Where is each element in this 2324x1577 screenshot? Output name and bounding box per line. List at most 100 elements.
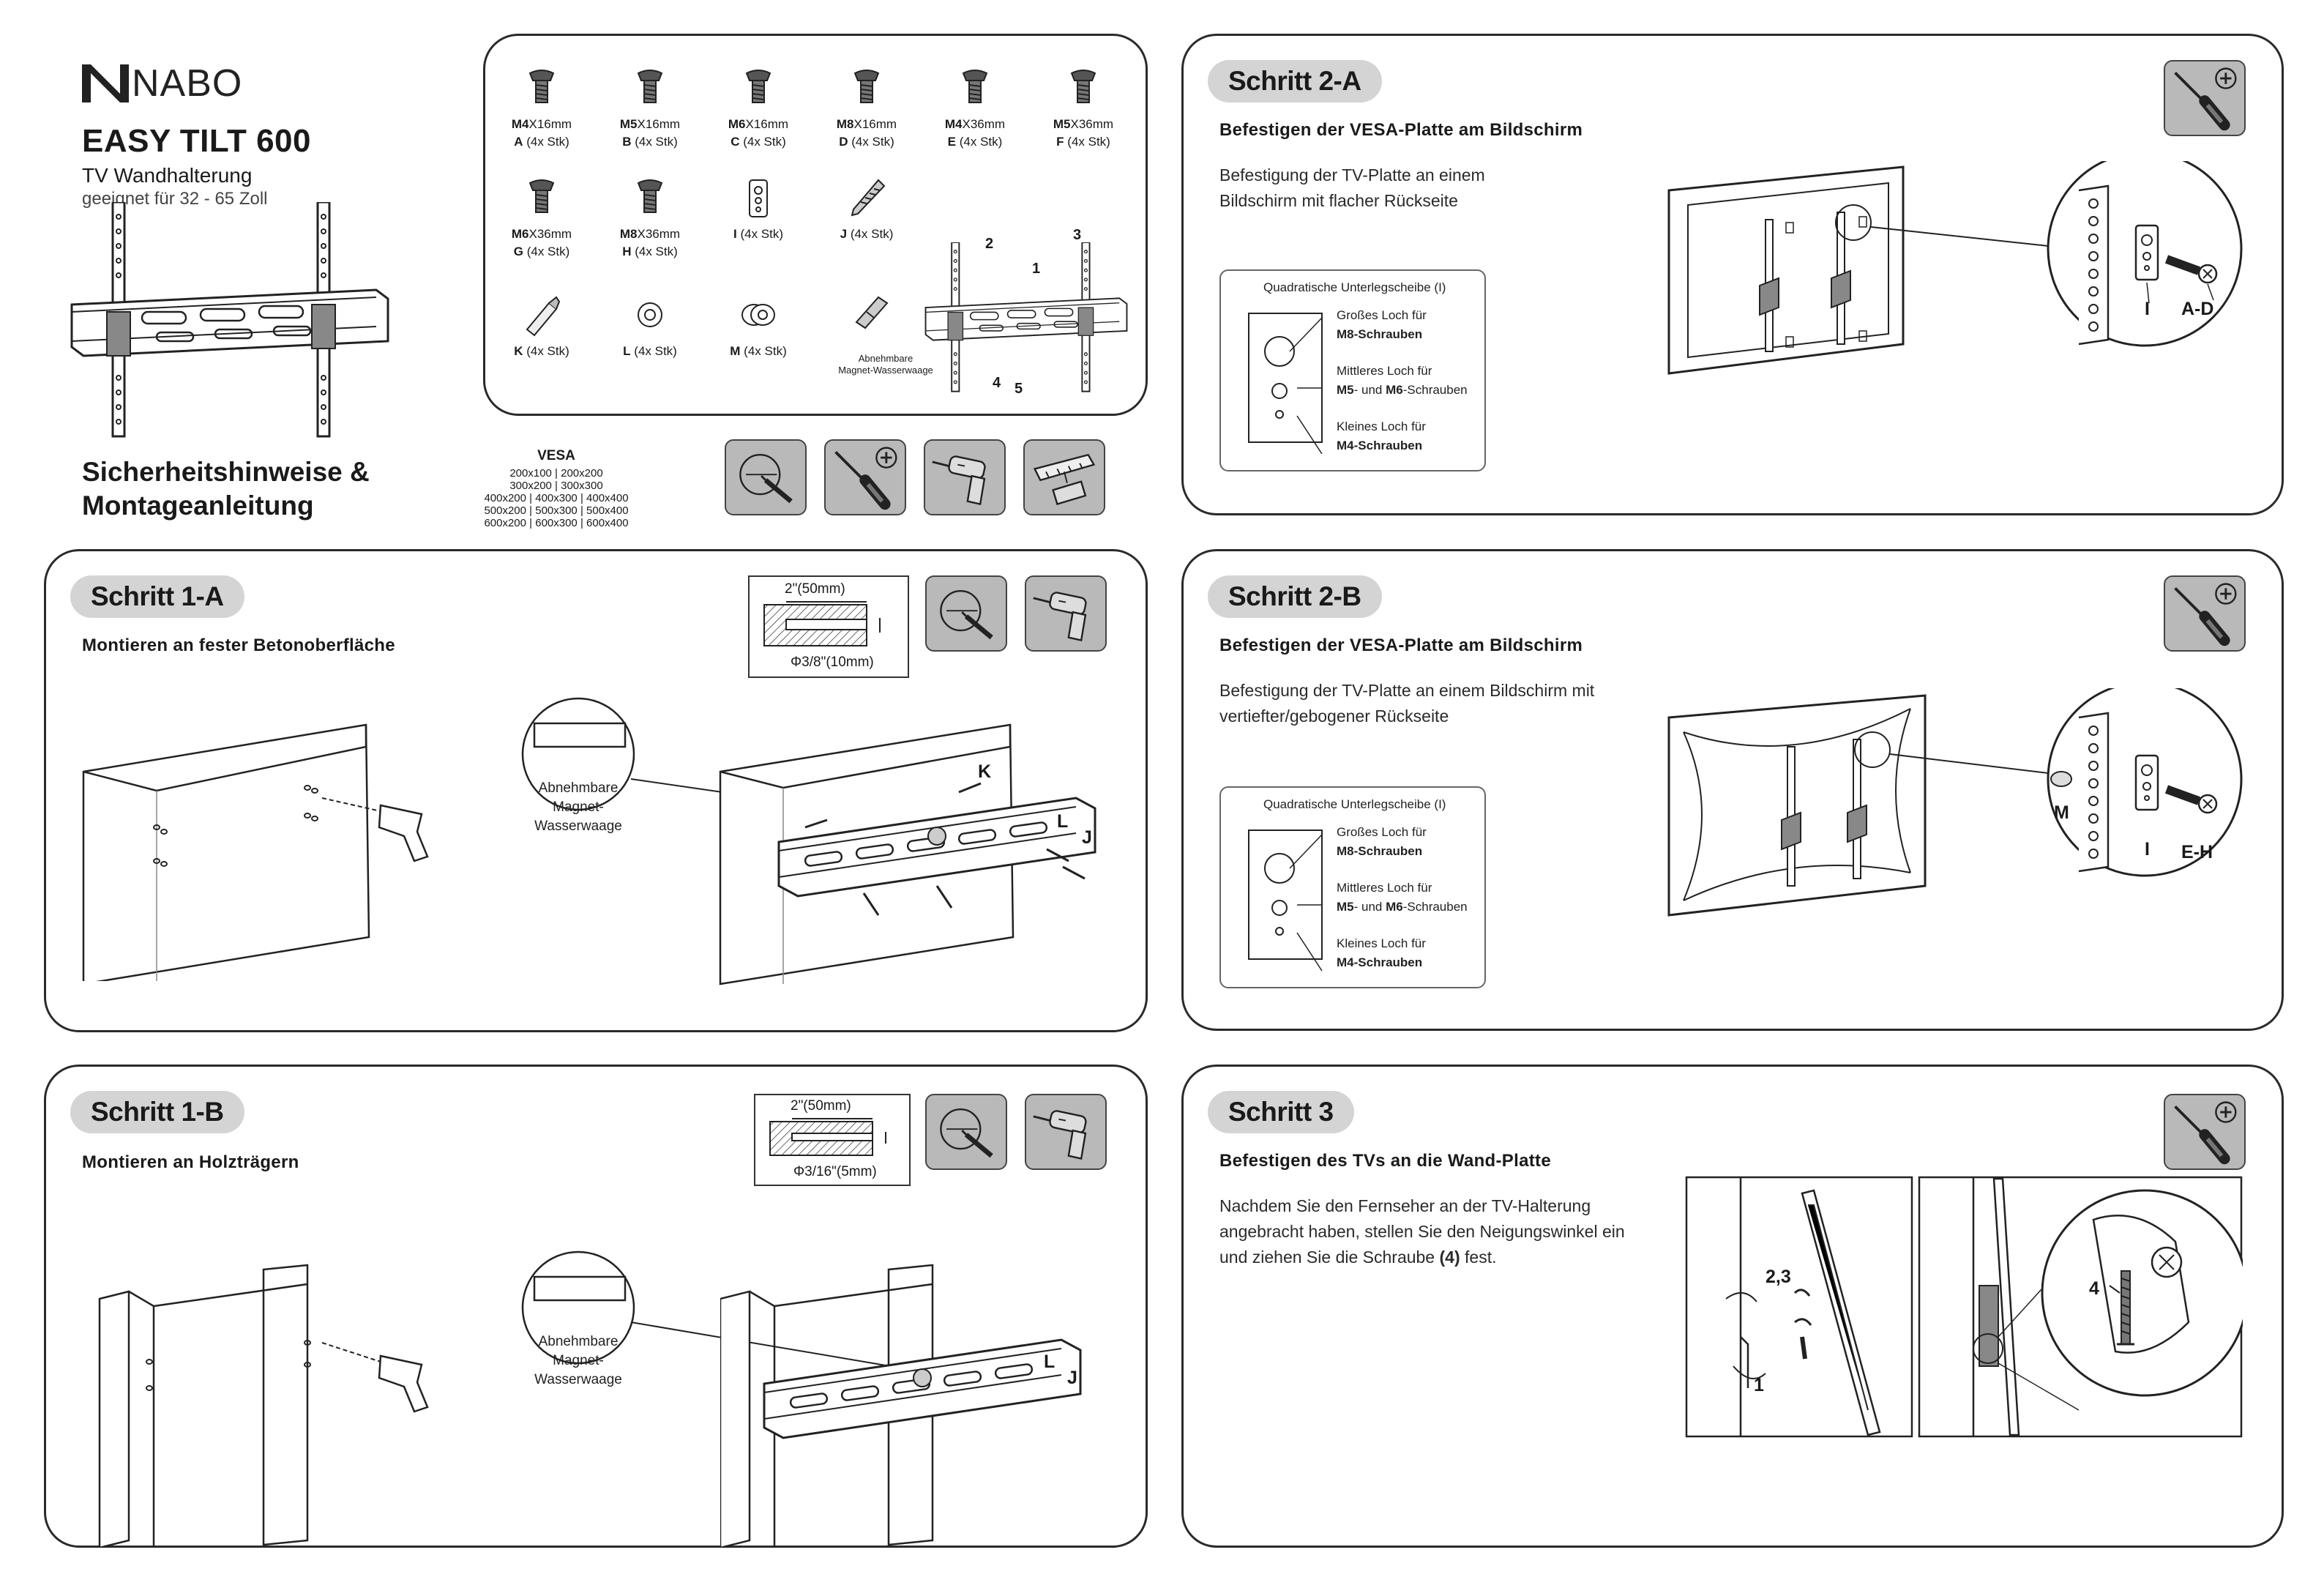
step-1a-level-callout <box>521 697 870 813</box>
part-qty: (4x Stk) <box>635 245 678 258</box>
part-id: H <box>622 245 632 258</box>
step-2b-subtitle: Befestigen der VESA-Platte am Bildschirm <box>1219 635 1583 655</box>
part-qty: (4x Stk) <box>526 344 569 358</box>
part-id-qty: J (4x Stk) <box>815 225 918 243</box>
step-2b-title: Schritt 2-B <box>1208 575 1382 618</box>
step-3-hang-tv-drawing <box>1685 1176 1913 1438</box>
manual-title-line2: Montageanleitung <box>82 491 314 521</box>
medium-hole-screw-m5: M5 <box>1337 900 1354 914</box>
vesa-row: 400x200 | 400x300 | 400x400 <box>484 492 629 504</box>
part-size-thread: M5 <box>619 117 638 131</box>
screw-b-icon <box>628 66 672 110</box>
drill-hole-diagram <box>769 1118 886 1156</box>
product-subtitle: TV Wandhalterung <box>82 164 253 187</box>
part-qty: (4x Stk) <box>635 135 678 149</box>
medium-hole-note: Mittleres Loch für M5- und M6-Schrauben <box>1337 879 1468 917</box>
part-id: D <box>839 135 848 149</box>
medium-hole-note: Mittleres Loch für M5- und M6-Schrauben <box>1337 362 1468 400</box>
part-qty: (4x Stk) <box>959 135 1003 149</box>
screwdriver-icon <box>2165 1095 2244 1168</box>
step-2b-body-line1: Befestigung der TV-Platte an einem Bilds… <box>1219 681 1595 700</box>
bracket-callout-2: 2 <box>985 236 994 252</box>
square-washer-icon <box>749 179 768 217</box>
step-1b-level-label: Abnehmbare Magnet-Wasserwaage <box>512 1332 644 1390</box>
part-id: J <box>840 227 848 241</box>
part-qty: (4x Stk) <box>740 227 784 241</box>
part-size-length: X16mm <box>853 117 897 131</box>
bracket-callout-3: 3 <box>1073 227 1082 243</box>
washer-leader-lines <box>1289 317 1323 454</box>
step-1b-drill-spec: 2"(50mm) Φ3/16"(5mm) <box>754 1094 911 1186</box>
step-3-title: Schritt 3 <box>1208 1091 1354 1133</box>
part-size: M4X36mm <box>924 116 1026 133</box>
step-1a-label-j: J <box>1082 827 1092 848</box>
large-hole-screw: M8-Schrauben <box>1337 844 1423 858</box>
brand-logo: NABO <box>82 61 250 105</box>
step-3-screw-ref: (4) <box>1439 1248 1460 1267</box>
manual-title-line1: Sicherheitshinweise & <box>82 457 370 487</box>
step-2a-tool-screwdriver <box>2164 60 2246 136</box>
drill-icon <box>1026 577 1105 650</box>
step-2a-description: Befestigung der TV-Platte an einem Bilds… <box>1219 163 1485 214</box>
medium-hole-screw-m5: M5 <box>1337 383 1354 397</box>
part-id-qty: H (4x Stk) <box>599 243 701 261</box>
medium-hole-screw-m6: M6 <box>1386 900 1403 914</box>
part-qty: (4x Stk) <box>850 227 894 241</box>
vesa-row: 600x200 | 600x300 | 600x400 <box>484 517 629 529</box>
step-2b-label-m: M <box>2054 802 2069 823</box>
drill-width: 2"(50mm) <box>785 581 845 597</box>
part-id-qty: I (4x Stk) <box>707 225 810 243</box>
screw-g-icon <box>520 176 564 220</box>
magnetic-level-icon <box>855 296 889 329</box>
step-3-subtitle: Befestigen des TVs an die Wand-Platte <box>1219 1151 1551 1171</box>
medium-hole-screw-m6: M6 <box>1386 383 1403 397</box>
step-1a-screws <box>804 782 1086 916</box>
part-size-thread: M5 <box>1053 117 1071 131</box>
step-2b-label-e-h: E-H <box>2181 842 2213 862</box>
screw-e-icon <box>953 66 997 110</box>
part-size: M5X16mm <box>599 116 701 133</box>
part-id-qty: E (4x Stk) <box>924 133 1026 151</box>
part-id-qty: K (4x Stk) <box>490 343 593 360</box>
part-size-length: X36mm <box>528 227 572 241</box>
part-qty: (4x Stk) <box>526 135 569 149</box>
drill-width: 2"(50mm) <box>791 1098 851 1114</box>
step-1a-label-l: L <box>1057 811 1069 832</box>
step-1b-tool-scriber <box>925 1094 1007 1170</box>
screw-h-icon <box>628 176 672 220</box>
step-1b-label-l: L <box>1044 1352 1055 1372</box>
product-name: EASY TILT 600 <box>82 123 311 159</box>
part-label-k: K (4x Stk) <box>490 343 593 360</box>
part-qty: (4x Stk) <box>744 344 787 358</box>
part-id-qty: C (4x Stk) <box>707 133 810 151</box>
part-id-qty: F (4x Stk) <box>1032 133 1135 151</box>
step-1a-wall-drilling-drawing <box>82 722 429 981</box>
screw-f-icon <box>1061 66 1105 110</box>
tool-drill <box>924 439 1006 515</box>
manual-title: Sicherheitshinweise & Montageanleitung <box>82 455 370 523</box>
small-hole-screw: M4-Schrauben <box>1337 439 1423 452</box>
level-label-line2: Magnet-Wasserwaage <box>534 1353 622 1387</box>
part-id: A <box>514 135 523 149</box>
drill-diameter: Φ3/16"(5mm) <box>793 1164 877 1179</box>
step-2a-subtitle: Befestigen der VESA-Platte am Bildschirm <box>1219 120 1583 140</box>
scriber-icon <box>927 1095 1006 1168</box>
tool-tape-measure <box>1023 439 1105 515</box>
part-size-thread: M6 <box>728 117 746 131</box>
level-label-line1: Abnehmbare <box>538 1334 619 1349</box>
part-size-thread: M4 <box>511 117 529 131</box>
vesa-row: 500x200 | 500x300 | 500x400 <box>484 504 629 517</box>
part-id: K <box>514 344 523 358</box>
step-2b-label-i: I <box>2145 839 2150 860</box>
large-hole-note: Großes Loch für M8-Schrauben <box>1337 306 1427 344</box>
part-size-thread: M8 <box>619 227 638 241</box>
step-2a-body-line2: Bildschirm mit flacher Rückseite <box>1219 191 1458 210</box>
medium-hole-and: - und <box>1353 900 1386 914</box>
part-id: B <box>622 135 632 149</box>
drill-icon <box>1026 1095 1105 1168</box>
step-2b-tool-screwdriver <box>2164 575 2246 652</box>
step-2b-body-line2: vertiefter/gebogener Rückseite <box>1219 707 1449 726</box>
